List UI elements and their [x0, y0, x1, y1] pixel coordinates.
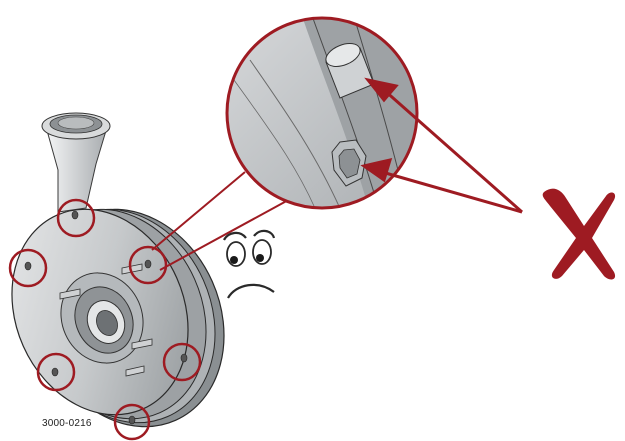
bolt-hole-marker	[56, 198, 96, 238]
cross-mark-icon	[542, 188, 616, 280]
bolt-hole-marker	[128, 245, 168, 285]
bolt-hole-marker	[113, 403, 151, 441]
arrowhead-icon	[360, 157, 393, 183]
bolt-hole-marker	[8, 248, 48, 288]
pointer-arrow	[383, 88, 523, 214]
pump-housing	[11, 112, 225, 428]
bolt-hole-marker	[162, 342, 202, 382]
pointer-arrow	[381, 170, 523, 214]
figure-reference-code: 3000-0216	[42, 418, 92, 429]
worried-face-icon	[223, 229, 276, 299]
detail-magnifier	[225, 16, 419, 210]
arrowhead-icon	[364, 77, 399, 103]
bolt-hole-marker	[36, 352, 76, 392]
pointer-arrows	[360, 77, 523, 214]
bolt-hole-markers	[8, 198, 202, 441]
magnifier-leaders	[151, 171, 293, 271]
